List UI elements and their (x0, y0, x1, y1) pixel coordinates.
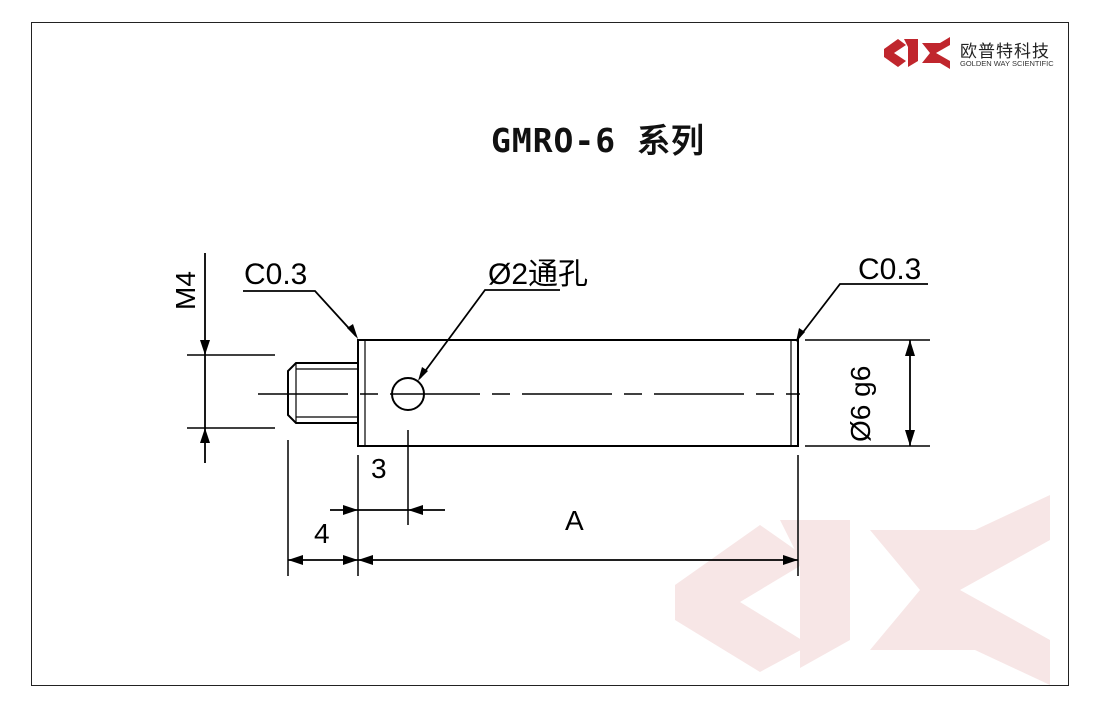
chamfer-right-arrow (796, 328, 805, 342)
drawing-frame (31, 22, 1069, 686)
hole-label: Ø2通孔 (488, 258, 588, 291)
hole-offset-arrow-left (343, 505, 358, 515)
diameter-dim-arrow-bottom (905, 430, 915, 446)
hole-arrow (418, 367, 428, 381)
hole-offset-label: 3 (371, 453, 387, 484)
hole-offset-arrow-right (408, 505, 423, 515)
chamfer-left-label: C0.3 (244, 258, 307, 291)
thread-dim-arrow-top (200, 340, 210, 355)
brand-logo: 欧普特科技 GOLDEN WAY SCIENTIFIC (884, 35, 1064, 75)
length-label: A (565, 505, 584, 536)
chamfer-left-arrow (347, 324, 358, 339)
shaft-body (357, 339, 799, 447)
thread-section (287, 362, 358, 424)
diameter-label: Ø6 g6 (845, 366, 876, 442)
diameter-dim-arrow-top (905, 340, 915, 356)
watermark-logo (675, 495, 1050, 685)
thread-length-label: 4 (314, 518, 330, 549)
chamfer-left-leader (243, 290, 357, 337)
brand-logo-icon (884, 37, 950, 69)
thread-label: M4 (170, 271, 201, 310)
chamfer-right-leader (796, 283, 928, 341)
thread-dim-arrow-bottom (200, 428, 210, 443)
brand-name-en: GOLDEN WAY SCIENTIFIC (960, 59, 1054, 68)
brand-name-cn: 欧普特科技 (960, 42, 1050, 62)
thread-length-arrow-right (343, 555, 358, 565)
thread-length-arrow-left (288, 555, 303, 565)
length-arrow-right (783, 555, 798, 565)
chamfer-right-label: C0.3 (858, 253, 921, 286)
hole-leader (419, 289, 560, 379)
length-arrow-left (358, 555, 373, 565)
drawing-title: GMRO-6 系列 (490, 121, 706, 160)
